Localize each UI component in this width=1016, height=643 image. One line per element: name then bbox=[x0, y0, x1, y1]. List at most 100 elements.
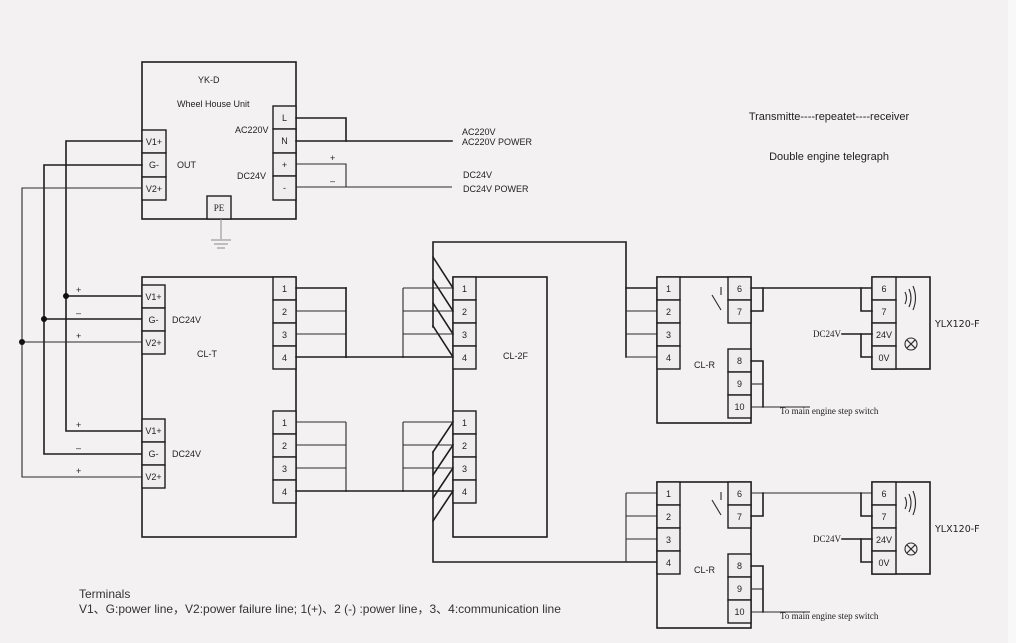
cl-r-terminal-6: 6 bbox=[727, 276, 752, 301]
yk-d-out-label: OUT bbox=[177, 160, 197, 170]
ylx-terminal-6: 6 bbox=[871, 481, 897, 506]
bus-to-cl-r-lower bbox=[431, 420, 658, 563]
ylx-model: YLX120-F bbox=[934, 319, 980, 330]
power-input-wires bbox=[295, 117, 453, 188]
cl-r-name: CL-R bbox=[694, 360, 716, 370]
cl-r-terminal-7: 7 bbox=[727, 504, 752, 529]
svg-text:V2+: V2+ bbox=[146, 184, 162, 194]
svg-text:2: 2 bbox=[282, 441, 287, 451]
svg-text:N: N bbox=[281, 136, 288, 146]
dc-power-label: DC24V POWER bbox=[463, 184, 529, 194]
svg-text:3: 3 bbox=[282, 330, 287, 340]
diagram-subtitle: Transmitte----repeatet----receiver bbox=[749, 111, 910, 123]
svg-text:1: 1 bbox=[666, 284, 671, 294]
svg-text:4: 4 bbox=[666, 353, 671, 363]
cl-r-terminal-10: 10 bbox=[727, 394, 752, 419]
svg-text:24V: 24V bbox=[876, 330, 892, 340]
ylx-terminal-0v: 0V bbox=[871, 550, 897, 575]
cl-t-power-label-lower: DC24V bbox=[172, 449, 201, 459]
ac-input-label: AC220V bbox=[462, 127, 496, 137]
svg-text:V1+: V1+ bbox=[145, 292, 161, 302]
yk-d-terminal-pe: PE bbox=[206, 195, 232, 220]
svg-text:7: 7 bbox=[737, 307, 742, 317]
yk-d-terminal-n: N bbox=[272, 128, 297, 154]
svg-text:4: 4 bbox=[282, 353, 287, 363]
ylx-terminal-24v: 24V bbox=[871, 527, 897, 552]
svg-text:24V: 24V bbox=[876, 535, 892, 545]
cl-2f-terminal-3-lower: 3 bbox=[452, 456, 477, 481]
ylx-terminal-7: 7 bbox=[871, 299, 897, 324]
cl-2f-terminal-4-upper: 4 bbox=[452, 345, 477, 370]
ylx-terminal-7: 7 bbox=[871, 504, 897, 529]
yk-d-terminal-minus: - bbox=[272, 175, 297, 201]
cl-2f-terminal-2-upper: 2 bbox=[452, 299, 477, 324]
ground-icon bbox=[211, 219, 231, 249]
yk-d-unit: YK-D Wheel House Unit AC220V OUT DC24V V… bbox=[141, 61, 297, 249]
dc-plus-label: + bbox=[330, 153, 335, 163]
cl-t-terminal-2-upper: 2 bbox=[272, 299, 297, 324]
bus-label-g-lower: – bbox=[76, 443, 81, 453]
svg-text:2: 2 bbox=[282, 307, 287, 317]
cl-t-to-cl-2f-wiring-upper bbox=[295, 287, 454, 358]
cl-t-terminal-v2-lower: V2+ bbox=[141, 464, 166, 489]
cl-t-terminal-1-upper: 1 bbox=[272, 276, 297, 301]
ylx120-f-unit-1: 6 7 24V 0V YLX120-F DC24V bbox=[813, 276, 980, 370]
svg-text:9: 9 bbox=[737, 379, 742, 389]
cl-t-terminal-4-upper: 4 bbox=[272, 345, 297, 370]
cl-r-unit-1: CL-R 1 2 3 4 6 7 8 9 10 To main engine s… bbox=[656, 276, 879, 424]
cl-t-terminal-4-lower: 4 bbox=[272, 479, 297, 504]
svg-text:3: 3 bbox=[462, 330, 467, 340]
svg-text:L: L bbox=[282, 113, 287, 123]
bus-label-v1-lower: + bbox=[76, 420, 81, 430]
ylx-terminal-6: 6 bbox=[871, 276, 897, 301]
cl-r-terminal-3: 3 bbox=[656, 527, 681, 552]
dc-input-label: DC24V bbox=[463, 170, 492, 180]
cl-r-terminal-8: 8 bbox=[727, 553, 752, 578]
cl-t-to-cl-2f-wiring-lower bbox=[295, 421, 454, 492]
svg-text:+: + bbox=[282, 160, 287, 170]
cl-r-output-wiring bbox=[750, 287, 873, 408]
cl-r-terminal-7: 7 bbox=[727, 299, 752, 324]
cl-t-power-label-upper: DC24V bbox=[172, 315, 201, 325]
yk-d-terminal-v1: V1+ bbox=[141, 129, 167, 154]
cl-r-output-wiring bbox=[750, 492, 872, 613]
svg-text:-: - bbox=[283, 183, 286, 193]
svg-text:2: 2 bbox=[462, 441, 467, 451]
ylx-terminal-0v: 0V bbox=[871, 345, 897, 370]
cl-2f-terminal-1-lower: 1 bbox=[452, 410, 477, 435]
bus-label-v2-upper: + bbox=[76, 331, 81, 341]
buzzer-sound-icon bbox=[904, 285, 917, 311]
relay-switch-icon bbox=[711, 287, 722, 311]
svg-text:6: 6 bbox=[737, 284, 742, 294]
legend-text: V1、G:power line，V2:power failure line; 1… bbox=[79, 602, 561, 616]
cl-t-terminal-v1-lower: V1+ bbox=[141, 418, 166, 443]
yk-d-terminal-g: G- bbox=[141, 152, 167, 178]
svg-text:0V: 0V bbox=[878, 558, 889, 568]
svg-text:PE: PE bbox=[214, 203, 225, 213]
cl-t-name: CL-T bbox=[197, 349, 218, 359]
cl-r-terminal-10: 10 bbox=[727, 599, 752, 624]
cl-r-terminal-3: 3 bbox=[656, 322, 681, 347]
ylx-terminal-24v: 24V bbox=[871, 322, 897, 347]
cl-t-terminal-g-upper: G- bbox=[141, 307, 166, 332]
cl-t-body bbox=[141, 276, 297, 538]
svg-text:4: 4 bbox=[462, 353, 467, 363]
lamp-icon bbox=[904, 542, 918, 556]
yk-d-ac-label: AC220V bbox=[235, 125, 269, 135]
svg-text:V2+: V2+ bbox=[145, 472, 161, 482]
yk-d-dc-label: DC24V bbox=[237, 171, 266, 181]
lamp-icon bbox=[904, 337, 918, 351]
cl-r-terminal-1: 1 bbox=[656, 276, 681, 301]
relay-switch-icon bbox=[711, 492, 722, 516]
cl-r-terminal-4: 4 bbox=[656, 345, 681, 370]
junction-dot bbox=[19, 339, 25, 345]
cl-t-terminal-3-lower: 3 bbox=[272, 456, 297, 481]
svg-text:4: 4 bbox=[282, 487, 287, 497]
buzzer-sound-icon bbox=[904, 490, 917, 516]
svg-text:0V: 0V bbox=[878, 353, 889, 363]
svg-text:10: 10 bbox=[734, 402, 744, 412]
yk-d-terminal-l: L bbox=[272, 105, 297, 130]
diagram-title: Double engine telegraph bbox=[769, 151, 889, 163]
cl-2f-name: CL-2F bbox=[503, 351, 529, 361]
cl-t-terminal-3-upper: 3 bbox=[272, 322, 297, 347]
